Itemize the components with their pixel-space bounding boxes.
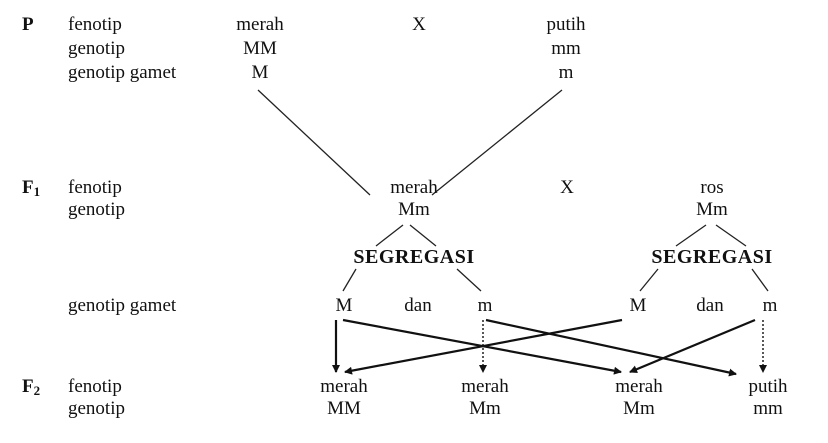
f2-offspring-4-genotip: mm [753,398,783,419]
f2-genotip-label: genotip [68,398,125,419]
f1-cross-symbol: X [560,177,574,198]
seg-right-to-m [751,268,769,292]
f2-offspring-4-fenotip: putih [748,376,788,397]
f2-generation-label: F2 [22,376,41,399]
f1-left-gamete-M: M [335,295,353,316]
p-right-fenotip: putih [546,14,586,35]
f1-right-gamete-dan: dan [696,295,724,316]
f2-offspring-2-genotip: Mm [469,398,501,419]
f1-right-fenotip: ros [700,177,724,198]
seg-left-to-M [342,268,357,292]
f1-right-split-b [715,224,747,247]
f1-left-split-a [375,224,404,247]
f1-fenotip-label: fenotip [68,177,122,198]
p-left-genotip: MM [243,38,277,59]
p-left-gamete-line [257,89,371,196]
p-right-genotip: mm [551,38,581,59]
seg-left-to-m [456,268,482,292]
f1-left-gamete-m: m [477,295,493,316]
arrow-M-right-to-merah-MM [344,318,623,375]
p-cross-symbol: X [412,14,426,35]
f1-right-genotip: Mm [696,199,728,220]
f1-left-fenotip: merah [390,177,438,198]
p-genotip-label: genotip [68,38,125,59]
f1-gamet-label: genotip gamet [68,295,177,316]
p-right-gamete-line [431,89,563,196]
p-right-gamet: m [558,62,574,83]
p-generation-label: P [22,14,34,35]
f1-left-genotip: Mm [398,199,430,220]
p-left-gamet: M [251,62,269,83]
f2-fenotip-label: fenotip [68,376,122,397]
f1-left-split-b [409,224,437,247]
f1-genotip-label: genotip [68,199,125,220]
f2-offspring-1-genotip: MM [327,398,361,419]
arrow-m-right-to-merah-Mm-2 [629,318,756,374]
f1-generation-label: F1 [22,177,41,200]
f2-offspring-2-fenotip: merah [461,376,509,397]
f1-right-gamete-m: m [762,295,778,316]
arrow-m-left-to-putih-mm [485,318,737,377]
f2-offspring-1-fenotip: merah [320,376,368,397]
f1-right-split-a [675,224,707,247]
f1-left-gamete-dan: dan [404,295,432,316]
p-fenotip-label: fenotip [68,14,122,35]
segregation-left-label: SEGREGASI [353,246,475,268]
p-left-fenotip: merah [236,14,284,35]
p-gamet-label: genotip gamet [68,62,177,83]
f2-offspring-3-fenotip: merah [615,376,663,397]
f2-offspring-3-genotip: Mm [623,398,655,419]
segregation-right-label: SEGREGASI [651,246,773,268]
f1-right-gamete-M: M [629,295,647,316]
seg-right-to-M [639,268,659,292]
